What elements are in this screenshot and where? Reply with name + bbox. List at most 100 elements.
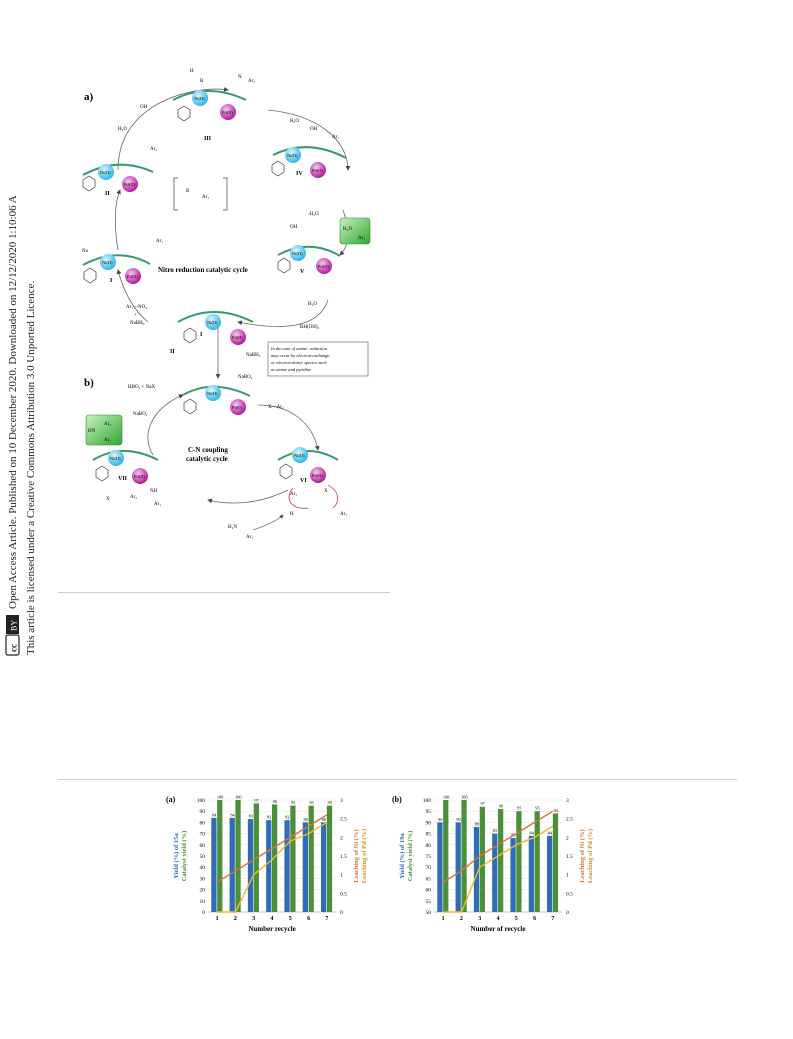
- svg-text:Na: Na: [82, 249, 89, 254]
- svg-text:Ar₁—NO₂: Ar₁—NO₂: [126, 305, 147, 310]
- svg-text:B: B: [186, 189, 190, 194]
- bar: [443, 800, 449, 912]
- bar-data-label: 95: [328, 800, 332, 805]
- y2-tick-label: 2: [340, 835, 343, 841]
- series-line: [442, 810, 554, 883]
- bar-data-label: 84: [230, 812, 235, 817]
- bar-data-label: 96: [273, 799, 278, 804]
- svg-text:-H₂O: -H₂O: [308, 212, 319, 217]
- section-divider-long: [58, 779, 737, 780]
- bar: [235, 800, 241, 912]
- svg-text:NaBO₂: NaBO₂: [238, 375, 253, 380]
- open-access-line: Open Access Article. Published on 10 Dec…: [7, 195, 19, 609]
- x-tick-label: 2: [460, 916, 463, 922]
- y2-tick-label: 2.5: [340, 817, 347, 823]
- bar-data-label: 95: [517, 806, 521, 811]
- panel-b-label: b): [84, 377, 94, 389]
- cc-badge-text: cc: [9, 644, 19, 652]
- bar-data-label: 95: [535, 806, 539, 811]
- y-tick-label: 70: [200, 832, 206, 838]
- svg-text:or electron-donor species such: or electron-donor species such: [271, 360, 327, 365]
- x-tick-label: 5: [515, 916, 518, 922]
- y-tick-label: 40: [200, 865, 206, 871]
- y-tick-label: 100: [197, 798, 206, 804]
- y2-tick-label: 3: [566, 798, 569, 804]
- y-tick-label: 50: [426, 910, 432, 916]
- svg-text:as amine and pyridine: as amine and pyridine: [271, 367, 311, 372]
- y-tick-label: 95: [426, 809, 432, 815]
- svg-text:NaBH₄: NaBH₄: [130, 321, 145, 326]
- y2-tick-label: 1: [340, 873, 343, 879]
- svg-text:Pd(II): Pd(II): [222, 110, 233, 115]
- svg-text:Pd(0): Pd(0): [232, 405, 243, 410]
- bar: [302, 822, 308, 912]
- svg-text:Ar₁: Ar₁: [332, 135, 339, 140]
- svg-text:X: X: [106, 497, 110, 502]
- x-axis-title: Number of recycle: [471, 925, 526, 933]
- y-tick-label: 80: [200, 820, 206, 826]
- x-tick-label: 4: [497, 916, 500, 922]
- y-tick-label: 20: [200, 888, 206, 894]
- bar-data-label: 95: [291, 800, 295, 805]
- chart-panel-label: (b): [392, 795, 402, 804]
- svg-text:Ar₂: Ar₂: [104, 422, 111, 427]
- licence-sidebar: cc BY Open Access Article. Published on …: [4, 183, 44, 665]
- bar: [266, 820, 272, 912]
- bar: [547, 835, 553, 912]
- bar-data-label: 83: [249, 814, 253, 819]
- cc-badge[interactable]: [5, 634, 20, 656]
- bar: [479, 806, 485, 912]
- bar: [528, 835, 534, 912]
- cycle2-label-1: C-N coupling: [188, 446, 228, 454]
- y2-axis-title: Leaching of Ni (%): [353, 829, 360, 882]
- svg-text:OH: OH: [310, 127, 318, 132]
- licence-line[interactable]: This article is licensed under a Creativ…: [25, 281, 37, 655]
- bar-data-label: 100: [217, 795, 223, 800]
- svg-text:Pd(II): Pd(II): [124, 182, 135, 187]
- bar-data-label: 82: [285, 815, 289, 820]
- svg-text:H: H: [190, 69, 194, 74]
- bar: [534, 811, 540, 912]
- y-tick-label: 75: [426, 854, 432, 860]
- x-tick-label: 1: [216, 916, 219, 922]
- complex-IV: Ni(II) Pd(II) IV H₂O OH Ar₁: [271, 119, 347, 178]
- bar: [552, 813, 559, 912]
- x-tick-label: 2: [234, 916, 237, 922]
- bar: [455, 822, 461, 912]
- svg-text:H₂O: H₂O: [308, 302, 317, 307]
- svg-text:Pd(II): Pd(II): [232, 335, 243, 340]
- bar-data-label: 94: [554, 808, 559, 813]
- chart-a-svg: (a)010203040506070809010000.511.522.5384…: [166, 795, 368, 934]
- svg-text:OH: OH: [290, 225, 298, 230]
- svg-text:OH: OH: [140, 105, 148, 110]
- bar: [229, 817, 235, 912]
- svg-text:Pd(II): Pd(II): [312, 473, 323, 478]
- svg-text:NaBH₄: NaBH₄: [246, 353, 261, 358]
- bar-data-label: 97: [254, 798, 259, 803]
- y2-tick-label: 0.5: [340, 891, 347, 897]
- svg-text:NH: NH: [150, 489, 158, 494]
- svg-text:Pd(II): Pd(II): [127, 274, 138, 279]
- bar: [290, 805, 296, 912]
- bar: [498, 808, 504, 912]
- by-badge[interactable]: [6, 615, 19, 634]
- y2-tick-label: 1.5: [566, 854, 573, 860]
- svg-text:HN: HN: [88, 429, 96, 434]
- by-badge-text: BY: [10, 620, 19, 631]
- bar-data-label: 100: [235, 795, 241, 800]
- y-tick-label: 65: [426, 876, 432, 882]
- svg-text:V: V: [300, 269, 305, 275]
- svg-text:H₂O: H₂O: [290, 119, 299, 124]
- complex-V: Ni(II) Pd(II) V OH: [277, 225, 341, 275]
- bar: [321, 822, 327, 912]
- y-tick-label: 30: [200, 876, 206, 882]
- y-tick-label: 50: [200, 854, 206, 860]
- bar: [284, 820, 290, 912]
- cycle2-label-2: catalytic cycle: [186, 455, 228, 463]
- y-tick-label: 100: [423, 798, 432, 804]
- bar-data-label: 82: [267, 815, 271, 820]
- svg-text:Ar₁: Ar₁: [202, 195, 209, 200]
- bar: [211, 817, 217, 912]
- panel-a-label: a): [84, 91, 94, 103]
